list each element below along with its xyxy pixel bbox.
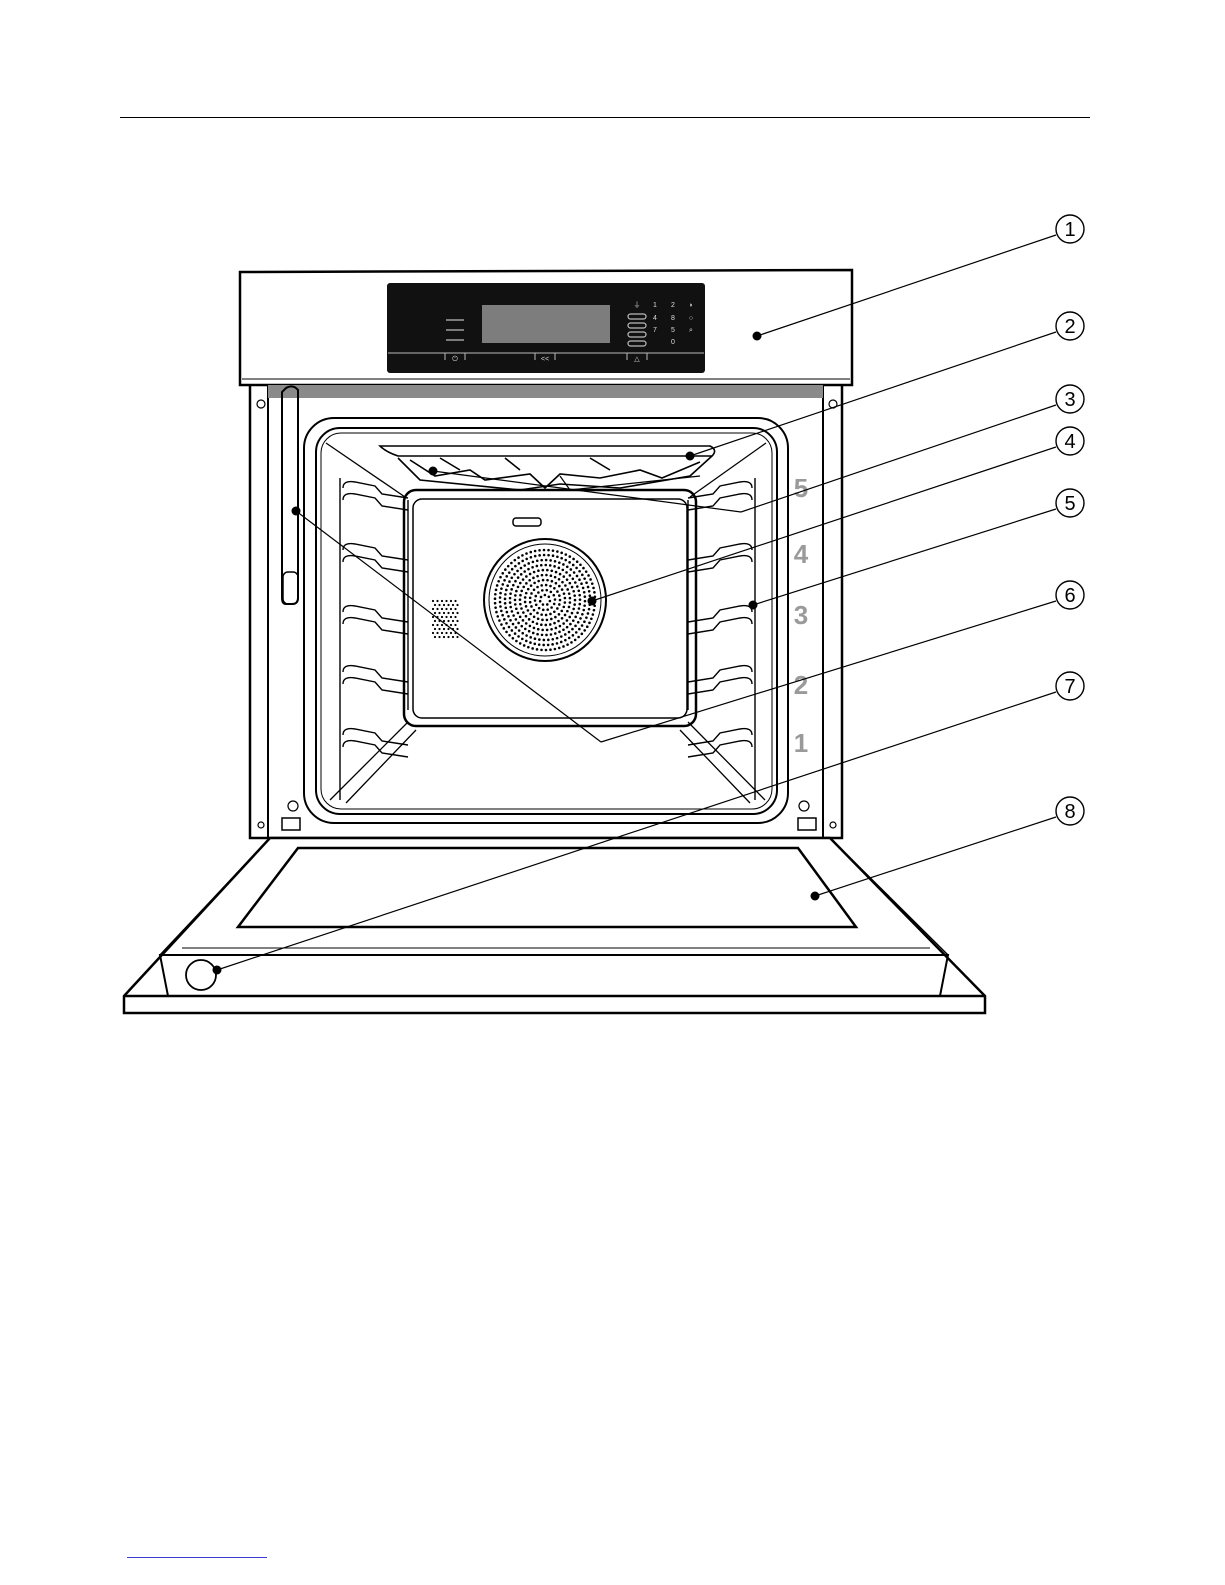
shelf-level-number: 5 <box>794 473 808 503</box>
callout-number: 7 <box>1064 676 1075 698</box>
oven-door <box>124 838 985 1013</box>
callout-number: 5 <box>1064 493 1075 515</box>
keypad-key: 0 <box>671 339 675 346</box>
shelf-level-number: 4 <box>794 539 809 569</box>
keypad-key: 4 <box>653 315 657 322</box>
shelf-level-number: 3 <box>794 600 808 630</box>
callout-number: 8 <box>1064 801 1075 823</box>
callout-number: 1 <box>1064 219 1075 241</box>
keypad-key: 5 <box>671 327 675 334</box>
vent-grille <box>432 600 459 638</box>
callout-number: 2 <box>1064 316 1075 338</box>
bottom-link-underline <box>127 1557 267 1558</box>
shelf-levels: 5 4 3 2 1 <box>794 473 809 758</box>
shelf-level-number: 2 <box>794 670 808 700</box>
callout-number: 4 <box>1064 431 1075 453</box>
keypad-key: ◗ <box>689 302 693 309</box>
panel-symbol: △ <box>634 356 640 363</box>
shelf-level-number: 1 <box>794 728 808 758</box>
callout-number: 6 <box>1064 585 1075 607</box>
keypad-key: 2 <box>671 302 675 309</box>
keypad-key: 7 <box>653 327 657 334</box>
door-hinge-bar <box>282 386 298 604</box>
panel-symbol: << <box>541 356 549 363</box>
keypad-key: ○ <box>689 315 693 322</box>
panel-symbol: ⏻ <box>452 355 458 363</box>
keypad-key: 8 <box>671 315 675 322</box>
callout-number: 3 <box>1064 389 1075 411</box>
oven-top-housing: ⏚ 1 2 ◗ 4 8 ○ 7 5 ⌕ 0 ⏻ << △ <box>240 270 852 385</box>
callout-3: 3 <box>429 385 1085 512</box>
display-screen <box>482 305 610 343</box>
keypad-key: ⏚ <box>634 301 641 309</box>
keypad-key: 1 <box>653 302 657 309</box>
keypad-key: ⌕ <box>689 327 693 334</box>
